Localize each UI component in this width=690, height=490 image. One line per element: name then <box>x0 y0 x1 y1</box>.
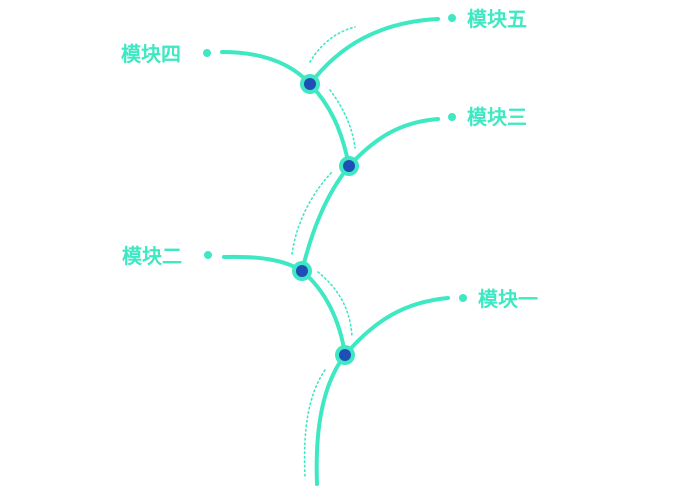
trunk-segment <box>314 353 347 486</box>
branch-module-one <box>343 296 450 357</box>
trunk-segment <box>308 82 351 168</box>
label-module-four: 模块四 <box>121 42 181 66</box>
end-dot-module-one <box>459 294 467 302</box>
end-dot-module-three <box>448 113 456 121</box>
dotted-guide-arc <box>291 171 333 255</box>
branch-module-two <box>222 254 304 273</box>
junction-node <box>300 74 320 94</box>
label-module-one: 模块一 <box>478 287 538 311</box>
end-dot-module-four <box>203 49 211 57</box>
branch-module-five <box>308 17 440 86</box>
label-module-two: 模块二 <box>122 244 182 268</box>
trunk-segment <box>300 269 347 357</box>
branch-module-four <box>220 50 312 86</box>
branch-module-three <box>347 117 440 168</box>
trunk-segment <box>300 164 351 273</box>
dotted-guide-arc <box>303 369 326 477</box>
label-module-three: 模块三 <box>467 105 527 129</box>
dotted-guide-arc <box>309 26 356 63</box>
junction-node <box>339 156 359 176</box>
dotted-guide-arc <box>329 89 356 149</box>
junction-node <box>335 345 355 365</box>
label-module-five: 模块五 <box>467 7 527 31</box>
end-dot-module-two <box>204 251 212 259</box>
end-dot-module-five <box>448 14 456 22</box>
dotted-guide-arc <box>317 271 353 337</box>
junction-node <box>292 261 312 281</box>
